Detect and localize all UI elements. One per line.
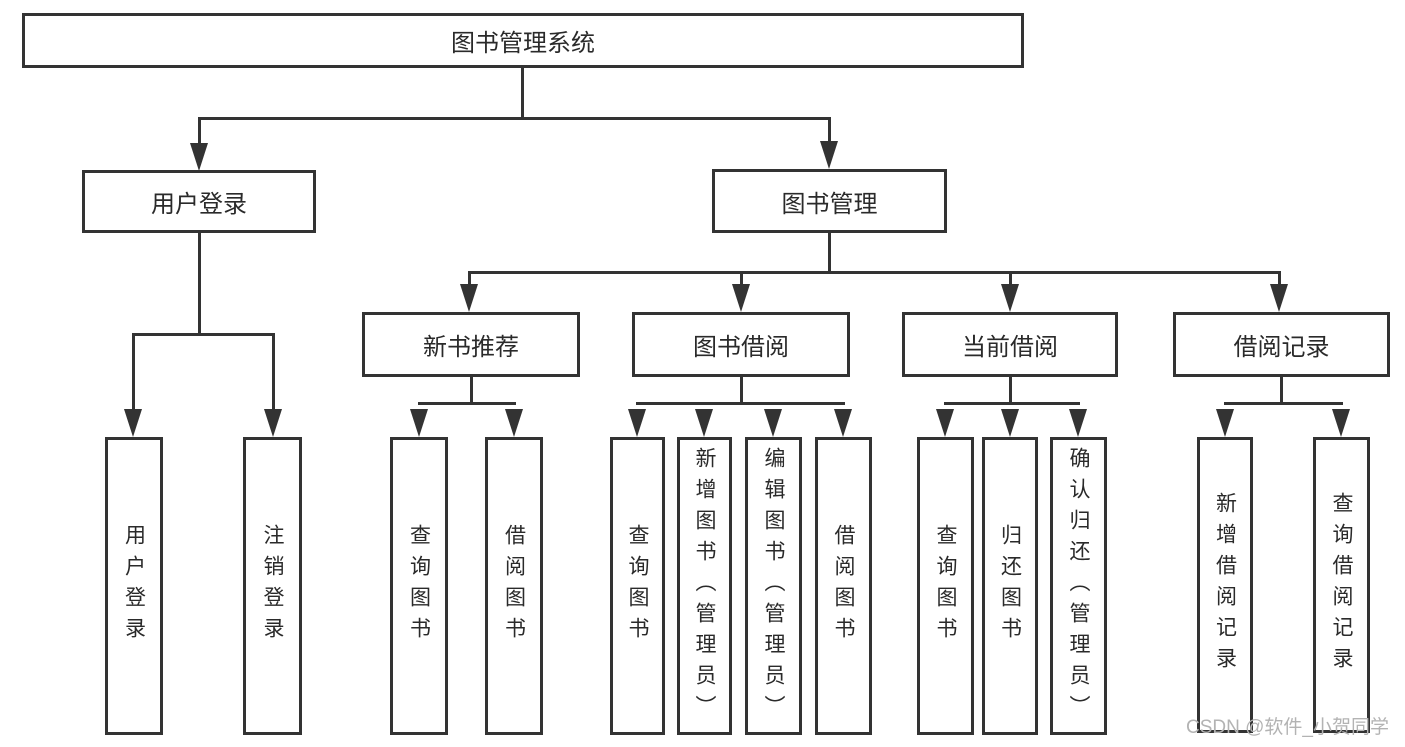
arrow-g3-2-icon: [695, 409, 713, 437]
arrow-newbook-icon: [460, 284, 478, 312]
connector-g4-stem: [1009, 377, 1012, 405]
node-borrow-record: 借阅记录: [1173, 312, 1390, 377]
node-book-borrow: 图书借阅: [632, 312, 850, 377]
leaf-current-return-label: 归还图书: [998, 524, 1022, 648]
connector-g1-left-stem: [132, 333, 135, 411]
connector-l3-stem: [828, 233, 831, 274]
connector-g1-stem: [198, 233, 201, 336]
connector-g5-bar: [1224, 402, 1343, 405]
leaf-borrow-borrow-label: 借阅图书: [832, 524, 855, 648]
arrow-g3-1-icon: [628, 409, 646, 437]
leaf-borrow-add-label: 新增图书（管理员）: [693, 446, 716, 726]
arrow-g2-2-icon: [505, 409, 523, 437]
arrow-g1-left-icon: [124, 409, 142, 437]
arrow-borrow-icon: [732, 284, 750, 312]
connector-newbook-stem: [468, 271, 471, 287]
leaf-borrow-borrow: 借阅图书: [815, 437, 872, 735]
connector-g1-bar: [132, 333, 275, 336]
node-book-borrow-label: 图书借阅: [693, 334, 789, 361]
connector-current-stem: [1009, 271, 1012, 287]
node-current-borrow-label: 当前借阅: [962, 334, 1058, 361]
leaf-current-confirm: 确认归还（管理员）: [1050, 437, 1107, 735]
node-current-borrow: 当前借阅: [902, 312, 1118, 377]
leaf-borrow-query: 查询图书: [610, 437, 665, 735]
leaf-record-add-label: 新增借阅记录: [1213, 492, 1237, 678]
arrow-record-icon: [1270, 284, 1288, 312]
connector-book-mgmt-stem: [828, 117, 831, 143]
node-user-login: 用户登录: [82, 170, 316, 233]
connector-record-stem: [1278, 271, 1281, 287]
leaf-user-login: 用户登录: [105, 437, 163, 735]
leaf-newbook-query-label: 查询图书: [407, 524, 431, 648]
leaf-borrow-query-label: 查询图书: [626, 524, 649, 648]
connector-borrow-stem: [740, 271, 743, 287]
node-borrow-record-label: 借阅记录: [1233, 334, 1330, 361]
connector-root-stem: [521, 68, 524, 118]
leaf-record-query-label: 查询借阅记录: [1330, 492, 1353, 678]
node-root: 图书管理系统: [22, 13, 1024, 68]
leaf-newbook-borrow-label: 借阅图书: [502, 524, 526, 648]
arrow-current-icon: [1001, 284, 1019, 312]
arrow-user-login-icon: [190, 143, 208, 171]
leaf-newbook-borrow: 借阅图书: [485, 437, 543, 735]
csdn-watermark: CSDN @软件_小贺同学: [1186, 717, 1389, 738]
leaf-current-query: 查询图书: [917, 437, 974, 735]
connector-user-login-stem: [198, 117, 201, 145]
node-root-label: 图书管理系统: [451, 30, 595, 57]
connector-g3-bar: [636, 402, 845, 405]
leaf-current-query-label: 查询图书: [934, 524, 957, 648]
arrow-book-mgmt-icon: [820, 141, 838, 169]
node-book-management: 图书管理: [712, 169, 947, 233]
arrow-g4-2-icon: [1001, 409, 1019, 437]
arrow-g2-1-icon: [410, 409, 428, 437]
node-user-login-label: 用户登录: [151, 191, 247, 218]
leaf-logout: 注销登录: [243, 437, 302, 735]
leaf-record-query: 查询借阅记录: [1313, 437, 1370, 733]
connector-l3-bar: [468, 271, 1281, 274]
connector-g3-stem: [740, 377, 743, 405]
leaf-record-add: 新增借阅记录: [1197, 437, 1253, 733]
arrow-g3-4-icon: [834, 409, 852, 437]
node-new-book-recommend-label: 新书推荐: [423, 334, 519, 361]
arrow-g1-right-icon: [264, 409, 282, 437]
connector-g5-stem: [1280, 377, 1283, 405]
leaf-logout-label: 注销登录: [261, 524, 284, 648]
leaf-newbook-query: 查询图书: [390, 437, 448, 735]
leaf-borrow-add: 新增图书（管理员）: [677, 437, 732, 735]
leaf-borrow-edit-label: 编辑图书（管理员）: [762, 446, 785, 726]
connector-g2-bar: [418, 402, 516, 405]
arrow-g4-3-icon: [1069, 409, 1087, 437]
connector-g4-bar: [944, 402, 1080, 405]
arrow-g3-3-icon: [764, 409, 782, 437]
connector-g1-right-stem: [272, 333, 275, 411]
node-book-management-label: 图书管理: [781, 190, 878, 218]
leaf-current-return: 归还图书: [982, 437, 1038, 735]
arrow-g4-1-icon: [936, 409, 954, 437]
leaf-current-confirm-label: 确认归还（管理员）: [1067, 446, 1090, 726]
leaf-borrow-edit: 编辑图书（管理员）: [745, 437, 802, 735]
node-new-book-recommend: 新书推荐: [362, 312, 580, 377]
connector-g2-stem: [470, 377, 473, 405]
leaf-user-login-label: 用户登录: [122, 524, 146, 648]
arrow-g5-1-icon: [1216, 409, 1234, 437]
connector-root-bar: [198, 117, 831, 120]
arrow-g5-2-icon: [1332, 409, 1350, 437]
